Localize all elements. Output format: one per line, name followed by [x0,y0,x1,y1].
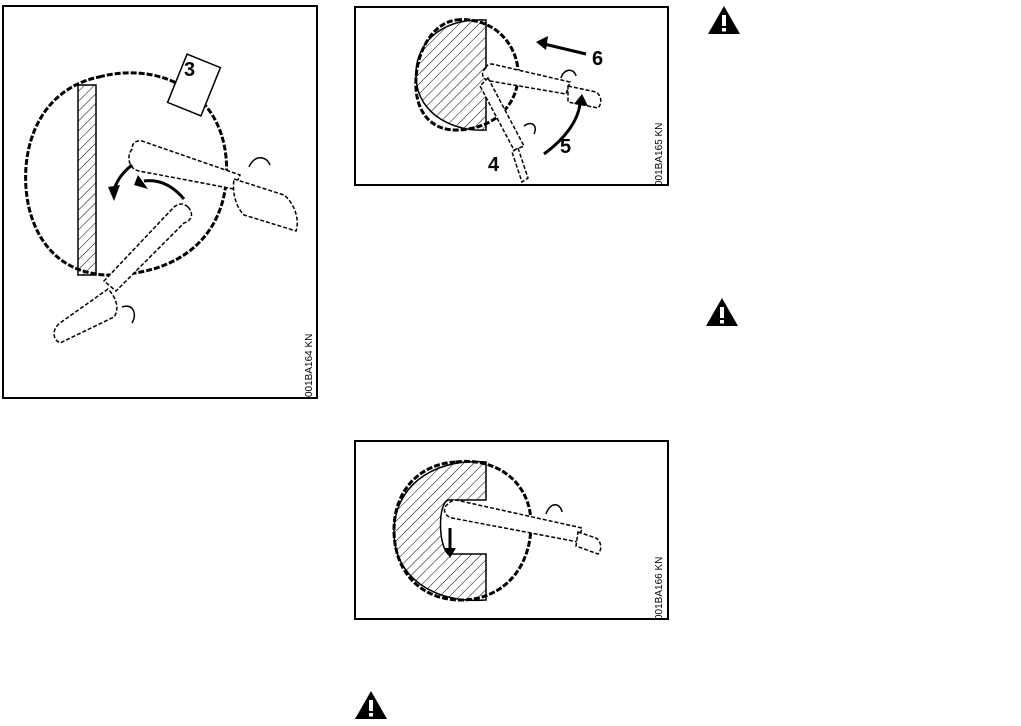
warning-triangle-icon [354,690,388,720]
warning-triangle-icon [705,297,739,327]
arrow-6 [544,44,586,54]
figure-1-illustration [4,7,320,401]
figure-id-2: 001BA165 KN [654,123,665,186]
hatched-strip [78,85,96,275]
callout-4: 4 [488,154,499,177]
figure-id-3: 001BA166 KN [654,557,665,620]
figure-id-1: 001BA164 KN [304,334,315,397]
figure-panel-3: 001BA166 KN [354,440,669,620]
figure-panel-1: 3 001BA164 KN [2,5,318,399]
figure-3-illustration [356,442,671,622]
figure-2-illustration [356,8,671,188]
callout-6: 6 [592,48,603,71]
callout-5: 5 [560,136,571,159]
figure-panel-2: 6 5 4 001BA165 KN [354,6,669,186]
callout-3: 3 [184,59,195,82]
warning-triangle-icon [707,5,741,35]
